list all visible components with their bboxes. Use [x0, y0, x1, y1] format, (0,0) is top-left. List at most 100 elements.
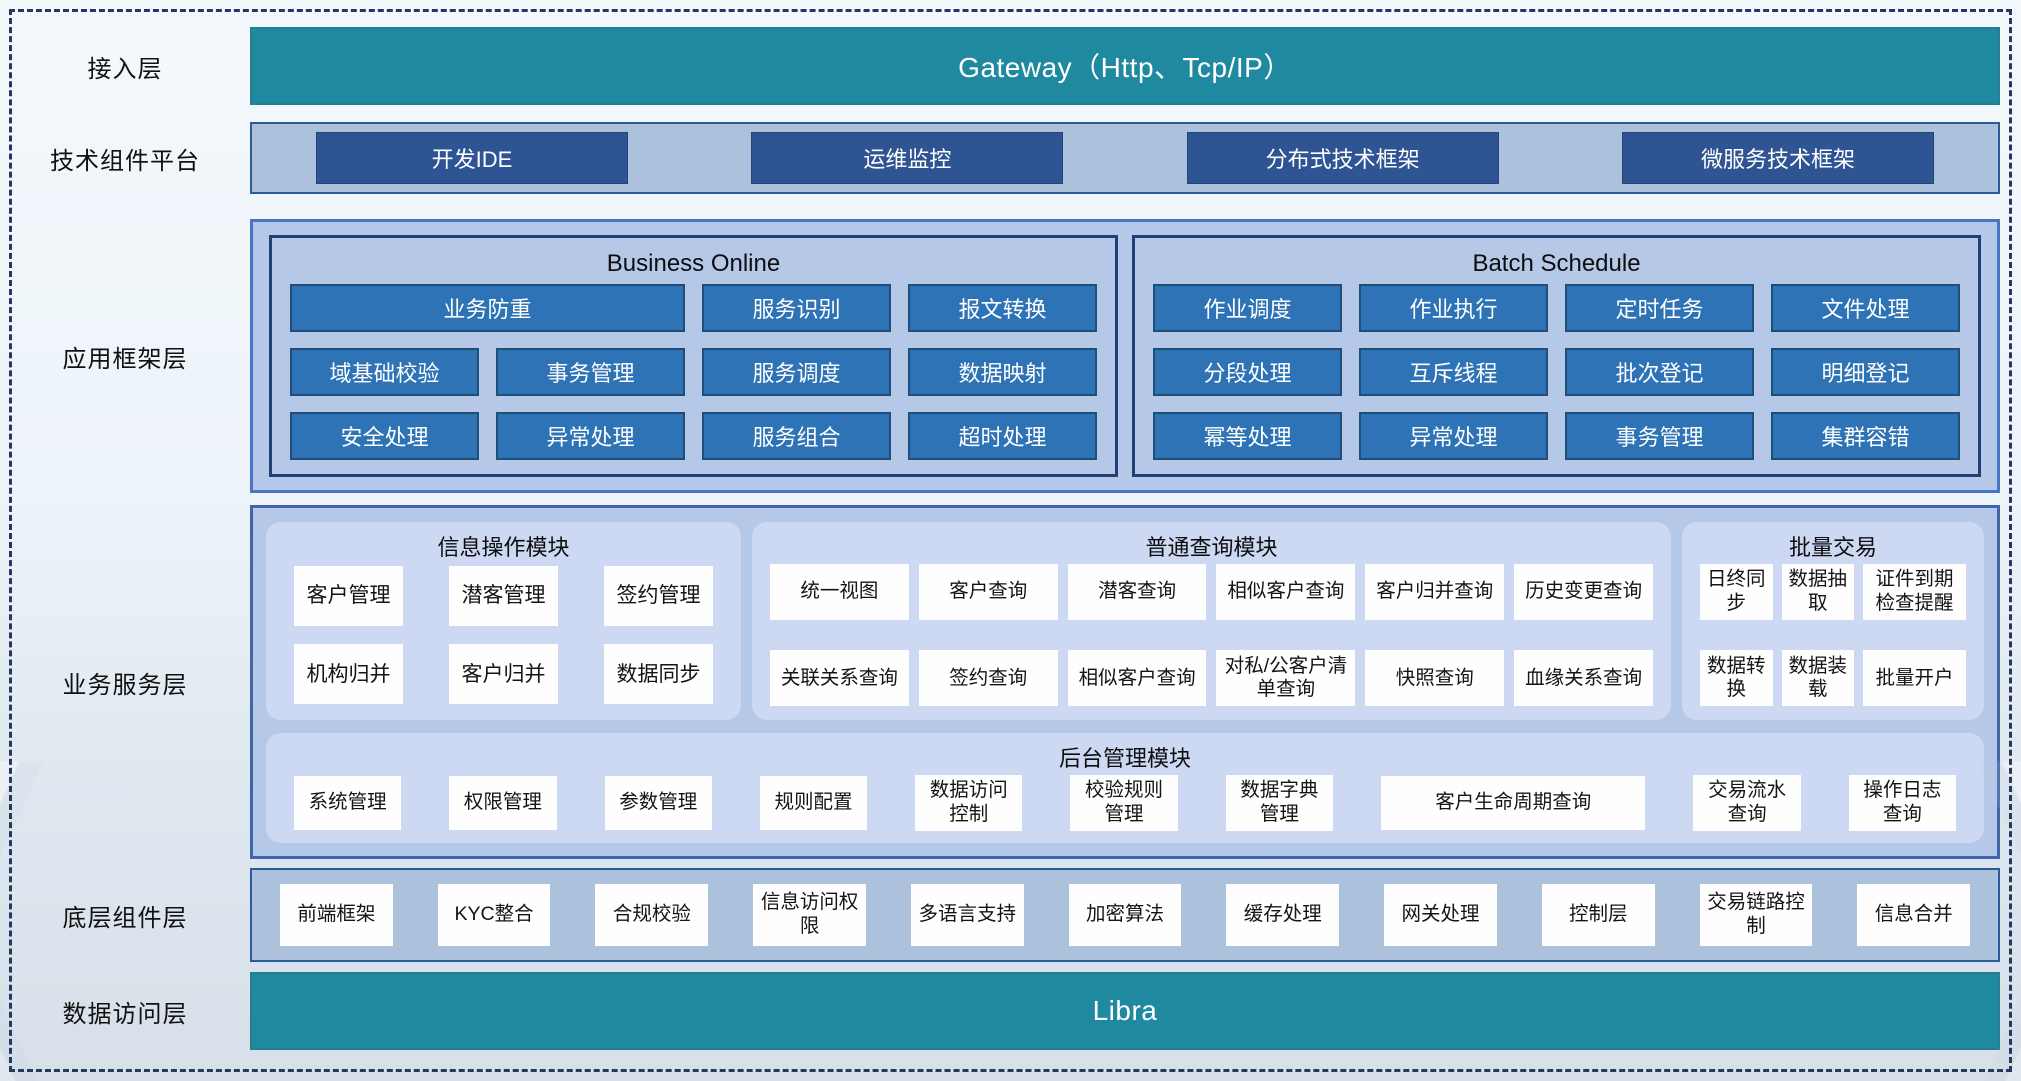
- layer-label-bottom-components: 底层组件层: [62, 904, 188, 932]
- service-box: 系统管理: [294, 776, 402, 831]
- tech-platform-box: 微服务技术框架: [1621, 132, 1934, 184]
- framework-box: 定时任务: [1565, 284, 1754, 332]
- business-service-container: 信息操作模块 客户管理潜客管理签约管理机构归并客户归并数据同步 普通查询模块 统…: [250, 505, 2000, 859]
- framework-box: 安全处理: [290, 412, 479, 460]
- framework-box: 明细登记: [1771, 348, 1960, 396]
- service-box: 数据抽取: [1781, 564, 1855, 620]
- layer-label-access: 接入层: [87, 55, 163, 83]
- service-box: 规则配置: [759, 776, 868, 831]
- panel-title-batch-schedule: Batch Schedule: [1472, 250, 1641, 277]
- service-box: 参数管理: [604, 776, 712, 831]
- component-box: 多语言支持: [910, 884, 1024, 946]
- service-box: 权限管理: [449, 776, 557, 831]
- service-box: 潜客查询: [1067, 564, 1207, 620]
- module-title-admin: 后台管理模块: [1058, 746, 1191, 772]
- component-box: 信息访问权限: [753, 884, 866, 946]
- framework-box: 分段处理: [1153, 348, 1342, 396]
- service-box: 客户查询: [918, 564, 1058, 620]
- bottom-components-container: 前端框架 KYC整合合规校验信息访问权限多语言支持加密算法缓存处理网关处理控制层交…: [250, 868, 2000, 962]
- component-box: 交易链路控制: [1699, 884, 1813, 946]
- service-box: 签约查询: [918, 650, 1058, 707]
- service-box: 客户归并: [449, 644, 558, 705]
- service-box: 数据装载: [1781, 650, 1855, 707]
- tech-platform-box: 开发IDE: [316, 132, 628, 184]
- service-box: 血缘关系查询: [1514, 650, 1653, 707]
- service-box: 数据转换: [1700, 650, 1773, 707]
- service-box: 数据字典管理: [1225, 775, 1333, 831]
- module-admin: 后台管理模块 系统管理权限管理参数管理规则配置数据访问控制校验规则管理数据字典管…: [266, 733, 1984, 843]
- module-general-query: 普通查询模块 统一视图客户查询潜客查询相似客户查询客户归并查询历史变更查询关联关…: [752, 522, 1671, 721]
- framework-box: 异常处理: [1359, 412, 1548, 460]
- component-box: KYC整合: [437, 884, 551, 946]
- tech-platform-box: 分布式技术框架: [1186, 132, 1499, 184]
- general-query-grid: 统一视图客户查询潜客查询相似客户查询客户归并查询历史变更查询关联关系查询签约查询…: [770, 564, 1653, 707]
- service-box: 统一视图: [770, 564, 909, 620]
- framework-box: 服务识别: [702, 284, 891, 332]
- service-box: 客户生命周期查询: [1380, 776, 1646, 831]
- component-box: 合规校验: [595, 884, 709, 946]
- framework-box: 集群容错: [1771, 412, 1960, 460]
- gateway-bar: Gateway（Http、Tcp/IP）: [250, 27, 2000, 105]
- service-box: 客户管理: [294, 566, 403, 626]
- framework-box: 服务组合: [702, 412, 891, 460]
- panel-title-business-online: Business Online: [606, 250, 781, 277]
- service-box: 数据同步: [604, 644, 713, 705]
- framework-box: 批次登记: [1565, 348, 1754, 396]
- framework-box: 超时处理: [908, 412, 1097, 460]
- framework-box: 作业调度: [1153, 284, 1342, 332]
- tech-platform-box: 运维监控: [751, 132, 1064, 184]
- framework-box: 服务调度: [702, 348, 891, 396]
- layer-bottom-components: 底层组件层 前端框架 KYC整合合规校验信息访问权限多语言支持加密算法缓存处理网关…: [0, 868, 2021, 962]
- module-title-batch-transaction: 批量交易: [1788, 535, 1877, 560]
- service-box: 操作日志查询: [1848, 775, 1957, 831]
- framework-box: 异常处理: [496, 412, 685, 460]
- service-box: 日终同步: [1700, 564, 1773, 620]
- app-framework-container: Business Online 业务防重服务识别报文转换域基础校验事务管理服务调…: [250, 219, 2000, 493]
- framework-box: 报文转换: [908, 284, 1097, 332]
- service-box: 证件到期检查提醒: [1863, 564, 1966, 620]
- framework-box: 数据映射: [908, 348, 1097, 396]
- framework-box: 幂等处理: [1153, 412, 1342, 460]
- service-box: 数据访问控制: [915, 775, 1023, 831]
- layer-label-business-service: 业务服务层: [62, 671, 188, 699]
- module-title-general-query: 普通查询模块: [1145, 535, 1278, 560]
- batch-transaction-grid: 日终同步数据抽取证件到期检查提醒数据转换数据装载批量开户: [1700, 564, 1966, 707]
- tech-platform-container: 开发IDE 运维监控 分布式技术框架 微服务技术框架: [250, 122, 2000, 194]
- component-box: 缓存处理: [1226, 884, 1340, 946]
- libra-bar: Libra: [250, 972, 2000, 1050]
- module-info-operations: 信息操作模块 客户管理潜客管理签约管理机构归并客户归并数据同步: [266, 522, 741, 721]
- component-box: 前端框架: [280, 884, 393, 946]
- service-box: 相似客户查询: [1216, 564, 1356, 620]
- module-batch-transaction: 批量交易 日终同步数据抽取证件到期检查提醒数据转换数据装载批量开户: [1682, 522, 1984, 721]
- framework-box: 业务防重: [290, 284, 685, 332]
- service-box: 关联关系查询: [770, 650, 909, 707]
- component-box: 信息合并: [1857, 884, 1971, 946]
- business-online-grid: 业务防重服务识别报文转换域基础校验事务管理服务调度数据映射安全处理异常处理服务组…: [290, 284, 1097, 460]
- admin-grid: 系统管理权限管理参数管理规则配置数据访问控制校验规则管理数据字典管理客户生命周期…: [284, 775, 1966, 831]
- service-box: 相似客户查询: [1067, 650, 1207, 707]
- service-box: 机构归并: [294, 644, 403, 705]
- component-box: 网关处理: [1384, 884, 1497, 946]
- component-box: 控制层: [1541, 884, 1655, 946]
- framework-box: 事务管理: [496, 348, 685, 396]
- layer-tech-platform: 技术组件平台 开发IDE 运维监控 分布式技术框架 微服务技术框架: [0, 122, 2021, 194]
- layer-label-tech-platform: 技术组件平台: [50, 147, 200, 175]
- layer-label-data-access: 数据访问层: [62, 1000, 188, 1028]
- service-box: 历史变更查询: [1514, 564, 1653, 620]
- batch-schedule-grid: 作业调度作业执行定时任务文件处理分段处理互斥线程批次登记明细登记幂等处理异常处理…: [1153, 284, 1960, 460]
- layer-data-access: 数据访问层 Libra: [0, 972, 2021, 1050]
- panel-batch-schedule: Batch Schedule 作业调度作业执行定时任务文件处理分段处理互斥线程批…: [1132, 235, 1981, 477]
- service-box: 潜客管理: [449, 566, 558, 626]
- panel-business-online: Business Online 业务防重服务识别报文转换域基础校验事务管理服务调…: [269, 235, 1118, 477]
- layer-access: 接入层 Gateway（Http、Tcp/IP）: [0, 27, 2021, 105]
- service-box: 交易流水查询: [1693, 775, 1801, 831]
- service-box: 对私/公客户清单查询: [1216, 650, 1356, 707]
- diagram-dashed-frame: [9, 9, 2012, 1072]
- framework-box: 互斥线程: [1359, 348, 1548, 396]
- framework-box: 事务管理: [1565, 412, 1754, 460]
- component-box: 加密算法: [1068, 884, 1182, 946]
- service-box: 签约管理: [604, 566, 713, 626]
- framework-box: 域基础校验: [290, 348, 479, 396]
- layer-label-app-framework: 应用框架层: [62, 345, 188, 373]
